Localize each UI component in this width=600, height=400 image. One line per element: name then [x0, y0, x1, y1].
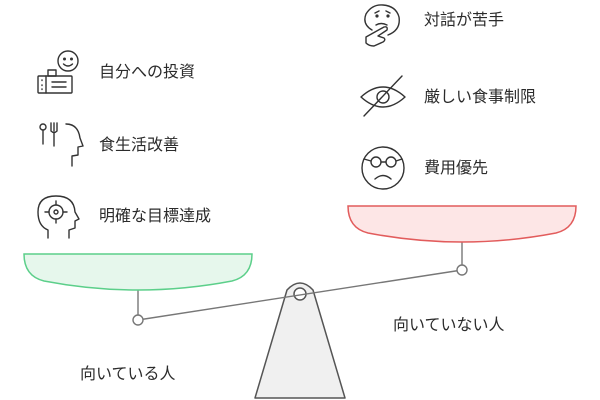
- left-beam-end: [132, 314, 144, 326]
- left-caption: 向いている人: [80, 364, 176, 383]
- left-item-diet: 食生活改善: [99, 135, 180, 154]
- target-head-icon: [37, 195, 80, 239]
- scale-beam: [137, 269, 463, 321]
- right-item-restriction: 厳しい食事制限: [424, 87, 537, 106]
- confused-face-icon: [364, 4, 400, 47]
- right-beam-end: [456, 264, 468, 276]
- utensils-head-icon: [39, 122, 84, 167]
- eye-slash-icon: [360, 75, 406, 117]
- left-item-goal: 明確な目標達成: [99, 206, 212, 225]
- right-item-dialogue: 対話が苦手: [424, 10, 505, 29]
- right-caption: 向いていない人: [393, 315, 505, 334]
- right-pan: [347, 205, 577, 243]
- left-item-investment: 自分への投資: [99, 62, 196, 81]
- investor-icon: [37, 50, 79, 94]
- right-item-cost: 費用優先: [424, 158, 489, 177]
- glasses-frown-icon: [361, 146, 405, 190]
- scale-fulcrum: [254, 282, 346, 399]
- left-pan: [23, 253, 253, 291]
